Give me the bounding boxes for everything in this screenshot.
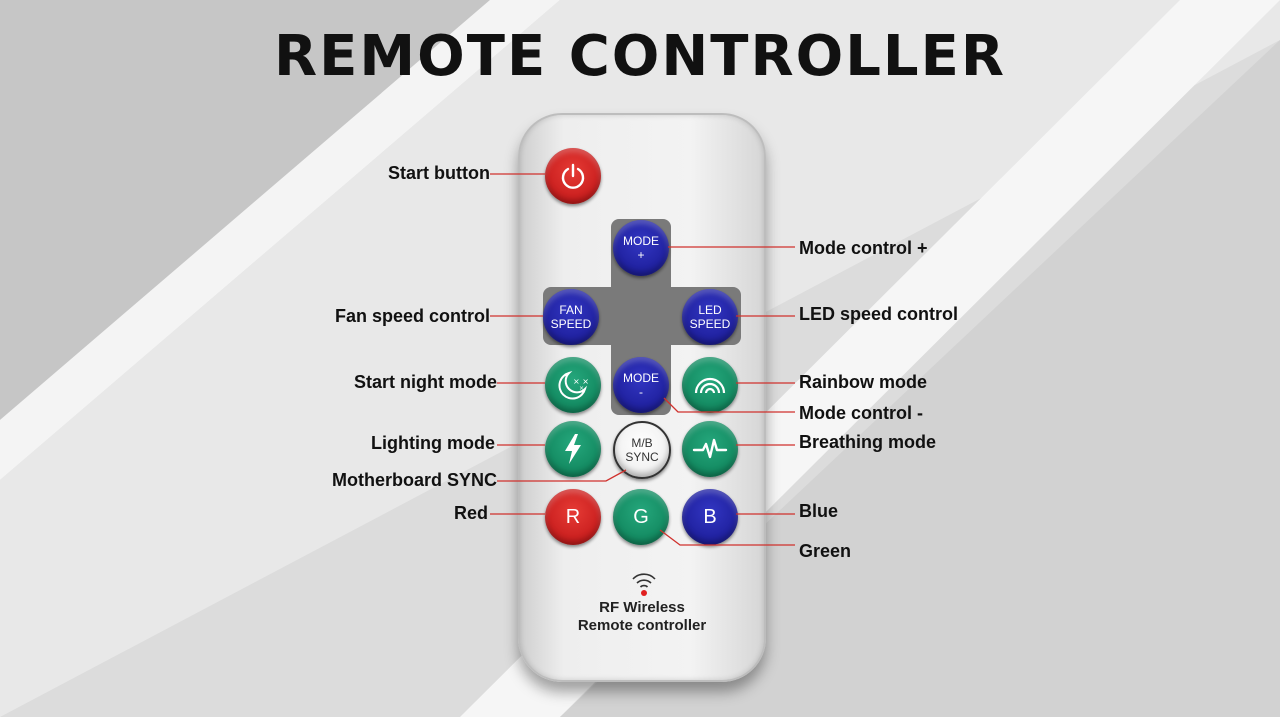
footer-line1: RF Wireless — [599, 599, 685, 616]
green-button-letter: G — [633, 506, 649, 528]
wifi-signal-icon — [632, 573, 656, 596]
label-fan-speed-control: Fan speed control — [334, 306, 490, 326]
remote-controller: MODE + FAN SPEED LED SPEED × × × MODE - … — [518, 113, 766, 682]
label-blue: Blue — [799, 501, 839, 521]
mode-plus-button[interactable]: MODE + — [613, 220, 669, 276]
led-speed-line2: SPEED — [689, 317, 731, 331]
label-green: Green — [799, 541, 852, 561]
svg-text:× ×: × × — [573, 377, 589, 386]
label-breathing-mode: Breathing mode — [799, 432, 937, 452]
fan-speed-button[interactable]: FAN SPEED — [543, 289, 599, 345]
fan-speed-line1: FAN — [559, 303, 583, 317]
label-start-night-mode: Start night mode — [354, 372, 497, 392]
label-motherboard-sync: Motherboard SYNC — [331, 470, 497, 490]
fan-speed-line2: SPEED — [550, 317, 592, 331]
label-mode-control-minus: Mode control - — [799, 403, 923, 423]
label-lighting-mode: Lighting mode — [371, 433, 495, 453]
blue-button[interactable]: B — [682, 489, 738, 545]
lighting-mode-button[interactable] — [545, 421, 601, 477]
red-button[interactable]: R — [545, 489, 601, 545]
rainbow-icon — [694, 377, 726, 394]
label-red: Red — [453, 503, 488, 523]
label-led-speed-control: LED speed control — [799, 304, 959, 324]
led-speed-button[interactable]: LED SPEED — [682, 289, 738, 345]
label-mode-control-plus: Mode control + — [799, 238, 928, 258]
mode-minus-sign: - — [639, 385, 643, 399]
power-button[interactable] — [545, 148, 601, 204]
power-icon — [561, 163, 585, 189]
mode-minus-button[interactable]: MODE - — [613, 357, 669, 413]
blue-button-letter: B — [703, 506, 717, 528]
green-button[interactable]: G — [613, 489, 669, 545]
rainbow-mode-button[interactable] — [682, 357, 738, 413]
mode-minus-label: MODE — [623, 371, 659, 385]
mb-sync-line2: SYNC — [625, 450, 659, 464]
breathing-mode-button[interactable] — [682, 421, 738, 477]
page-title: REMOTE CONTROLLER — [274, 24, 1006, 89]
mode-plus-label: MODE — [623, 234, 659, 248]
heartbeat-icon — [692, 438, 728, 459]
footer-line2: Remote controller — [577, 617, 707, 634]
label-rainbow-mode: Rainbow mode — [799, 372, 928, 392]
label-start-button: Start button — [388, 163, 490, 183]
mb-sync-line1: M/B — [631, 436, 653, 450]
moon-stars-icon: × × × — [558, 371, 589, 400]
mode-plus-sign: + — [637, 248, 645, 262]
red-button-letter: R — [565, 506, 581, 528]
led-speed-line1: LED — [698, 303, 722, 317]
lightning-icon — [565, 434, 581, 464]
svg-text:×: × — [579, 385, 584, 392]
mb-sync-button[interactable]: M/B SYNC — [613, 421, 671, 479]
night-mode-button[interactable]: × × × — [545, 357, 601, 413]
